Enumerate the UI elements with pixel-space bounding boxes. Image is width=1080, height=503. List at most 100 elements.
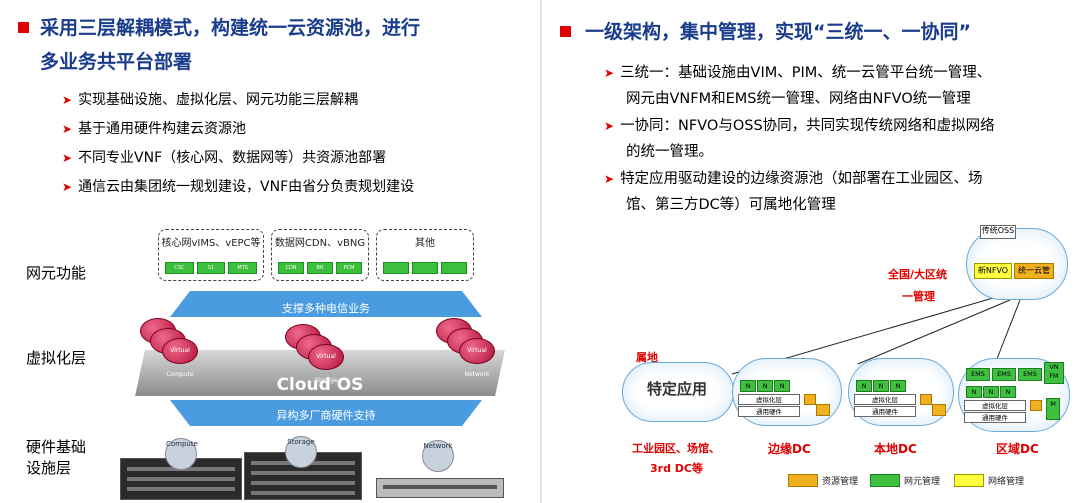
- support-arrow: [170, 291, 482, 317]
- right-heading: 一级架构，集中管理，实现“三统一、一协同”: [585, 21, 971, 43]
- legend-label-network: 网络管理: [988, 477, 1025, 487]
- right-bullet-1: ➤ 三统一：基础设施由VIM、PIM、统一云管平台统一管理、 网元由VNFM和EM…: [604, 60, 991, 112]
- network-switch: [376, 478, 504, 498]
- industry-label-2: 3rd DC等: [650, 462, 703, 475]
- vnf-n: N: [966, 386, 982, 398]
- m-box: M: [1046, 398, 1060, 420]
- virt-layer: 虚拟化层: [854, 394, 916, 405]
- vnf-cell: CDN: [278, 262, 304, 274]
- arrow-icon: ➤: [62, 151, 73, 165]
- hw-layer: 通用硬件: [854, 406, 916, 417]
- res-mgmt-box: [804, 394, 816, 405]
- right-bullet-line2: 网元由VNFM和EMS统一管理、网络由NFVO统一管理: [626, 91, 971, 107]
- hardware-arrow: [170, 400, 482, 426]
- legend-label-resource: 资源管理: [822, 477, 859, 487]
- right-bullet-line1: 特定应用驱动建设的边缘资源池（如部署在工业园区、场: [620, 171, 983, 187]
- dc-label-local: 本地DC: [874, 442, 917, 456]
- legend-swatch-vnf: [870, 474, 900, 487]
- left-bullet-text: 通信云由集团统一规划建设，VNF由省分负责规划建设: [78, 179, 415, 195]
- virt-layer: 虚拟化层: [738, 394, 800, 405]
- vnf-cell: [412, 262, 438, 274]
- left-bullet-text: 基于通用硬件构建云资源池: [78, 121, 247, 137]
- left-heading-line2: 多业务共平台部署: [40, 51, 193, 73]
- vnf-cell: CSC: [165, 262, 194, 274]
- res-mgmt-box: [932, 404, 946, 416]
- right-bullet-line2: 的统一管理。: [626, 144, 713, 160]
- ems-box: EMS: [992, 368, 1016, 381]
- res-mgmt-box: [1030, 400, 1042, 411]
- left-bullet-text: 实现基础设施、虚拟化层、网元功能三层解耦: [78, 92, 359, 108]
- left-bullet-3: ➤ 不同专业VNF（核心网、数据网等）共资源池部署: [62, 148, 386, 168]
- vnf-n: N: [856, 380, 872, 392]
- arrow-icon: ➤: [62, 180, 73, 194]
- vnf-cell: S1: [196, 262, 226, 274]
- left-heading-line1: 采用三层解耦模式，构建统一云资源池，进行: [40, 17, 421, 39]
- right-bullet-3: ➤ 特定应用驱动建设的边缘资源池（如部署在工业园区、场 馆、第三方DC等）可属地化…: [604, 166, 983, 218]
- vnf-box-other: 其他: [376, 229, 474, 281]
- compute-badge: Compute: [165, 438, 198, 470]
- left-bullet-2: ➤基于通用硬件构建云资源池: [62, 119, 246, 139]
- network-badge: Network: [422, 440, 454, 472]
- res-mgmt-box: [920, 394, 932, 405]
- vnf-box-title: 其他: [415, 238, 435, 249]
- arrow-icon: ➤: [604, 172, 615, 186]
- hw-layer: 通用硬件: [738, 406, 800, 417]
- vm-ball: Virtual Storage: [308, 344, 344, 384]
- arrow-icon: ➤: [62, 93, 73, 107]
- vnf-cell: BR: [307, 262, 333, 274]
- vnf-box-title: 数据网CDN、vBNG: [274, 238, 366, 249]
- vnf-n: N: [890, 380, 906, 392]
- arrow-icon: ➤: [604, 119, 615, 133]
- national-label-1: 全国/大区统: [888, 268, 948, 281]
- vnf-n: N: [873, 380, 889, 392]
- vm-ball: Virtual Network: [459, 338, 495, 378]
- vnf-cell: [441, 262, 467, 274]
- layer-label-virtual: 虚拟化层: [26, 349, 87, 367]
- right-bullet-line2: 馆、第三方DC等）可属地化管理: [626, 197, 836, 213]
- industry-label-1: 工业园区、场馆、: [632, 442, 720, 455]
- vnf-n: N: [1000, 386, 1016, 398]
- legend-label-vnf: 网元管理: [904, 477, 941, 487]
- left-bullet-text: 不同专业VNF（核心网、数据网等）共资源池部署: [78, 150, 387, 166]
- vnf-cell: [383, 262, 409, 274]
- hw-layer: 通用硬件: [964, 412, 1026, 423]
- right-bullet-2: ➤一协同：NFVO与OSS协同，共同实现传统网络和虚拟网络 的统一管理。: [604, 113, 995, 165]
- panel-divider: [540, 0, 542, 503]
- virt-layer: 虚拟化层: [964, 400, 1026, 411]
- cloud-mgmt-box: 统一云管: [1014, 263, 1054, 279]
- vnf-cell: PCM: [336, 262, 362, 274]
- vnf-n: N: [774, 380, 790, 392]
- oss-box: 传统OSS: [980, 225, 1016, 239]
- layer-label-hw-2: 设施层: [26, 459, 72, 477]
- hardware-bar-label: 异构多厂商硬件支持: [276, 409, 376, 422]
- nfvo-box: 新NFVO: [974, 263, 1012, 279]
- left-heading-marker: [18, 22, 29, 33]
- legend-swatch-resource: [788, 474, 818, 487]
- vnf-cell: MTS: [228, 262, 258, 274]
- local-label: 属地: [636, 351, 658, 364]
- res-mgmt-box: [816, 404, 830, 416]
- storage-server: [244, 452, 362, 500]
- layer-label-hw-1: 硬件基础: [26, 438, 87, 456]
- right-bullet-line1: 三统一：基础设施由VIM、PIM、统一云管平台统一管理、: [620, 65, 992, 81]
- vnf-box-title: 核心网vIMS、vEPC等: [161, 238, 261, 249]
- dc-label-edge: 边缘DC: [768, 442, 811, 456]
- cloud-os-label: Cloud OS: [276, 375, 364, 395]
- national-label-2: 一管理: [902, 290, 935, 303]
- layer-label-vnf: 网元功能: [26, 264, 87, 282]
- dc-label-regional: 区域DC: [996, 442, 1039, 456]
- storage-badge: Storage: [285, 436, 317, 468]
- right-heading-marker: [560, 26, 571, 37]
- support-bar-label: 支撑多种电信业务: [282, 302, 370, 315]
- app-cloud: [622, 362, 734, 422]
- vnf-n: N: [740, 380, 756, 392]
- vm-ball: Virtual Compute: [162, 338, 198, 378]
- ems-box: EMS: [1018, 368, 1042, 381]
- left-bullet-1: ➤ 实现基础设施、虚拟化层、网元功能三层解耦: [62, 90, 358, 110]
- arrow-icon: ➤: [604, 66, 615, 80]
- ems-box: EMS: [966, 368, 990, 381]
- app-cloud-label: 特定应用: [646, 380, 707, 398]
- vnf-n: N: [757, 380, 773, 392]
